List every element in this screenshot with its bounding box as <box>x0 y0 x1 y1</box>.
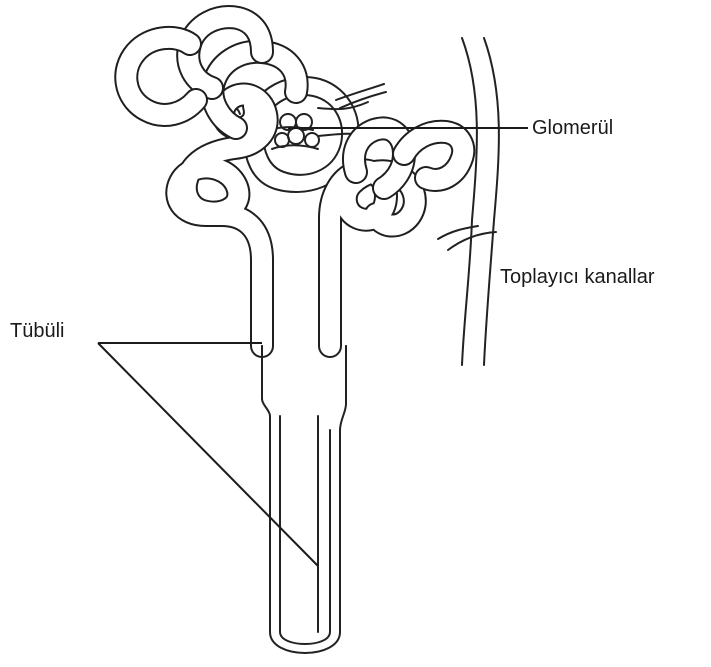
loop-of-henle <box>262 346 346 653</box>
glomerul-label: Glomerül <box>532 117 613 139</box>
collecting-ducts <box>438 38 499 365</box>
collecting-ducts-label: Toplayıcı kanallar <box>500 266 655 288</box>
left-convoluted-tubules <box>126 17 296 346</box>
tubuli-leader-lower <box>98 343 318 566</box>
tubuli-label: Tübüli <box>10 320 64 342</box>
